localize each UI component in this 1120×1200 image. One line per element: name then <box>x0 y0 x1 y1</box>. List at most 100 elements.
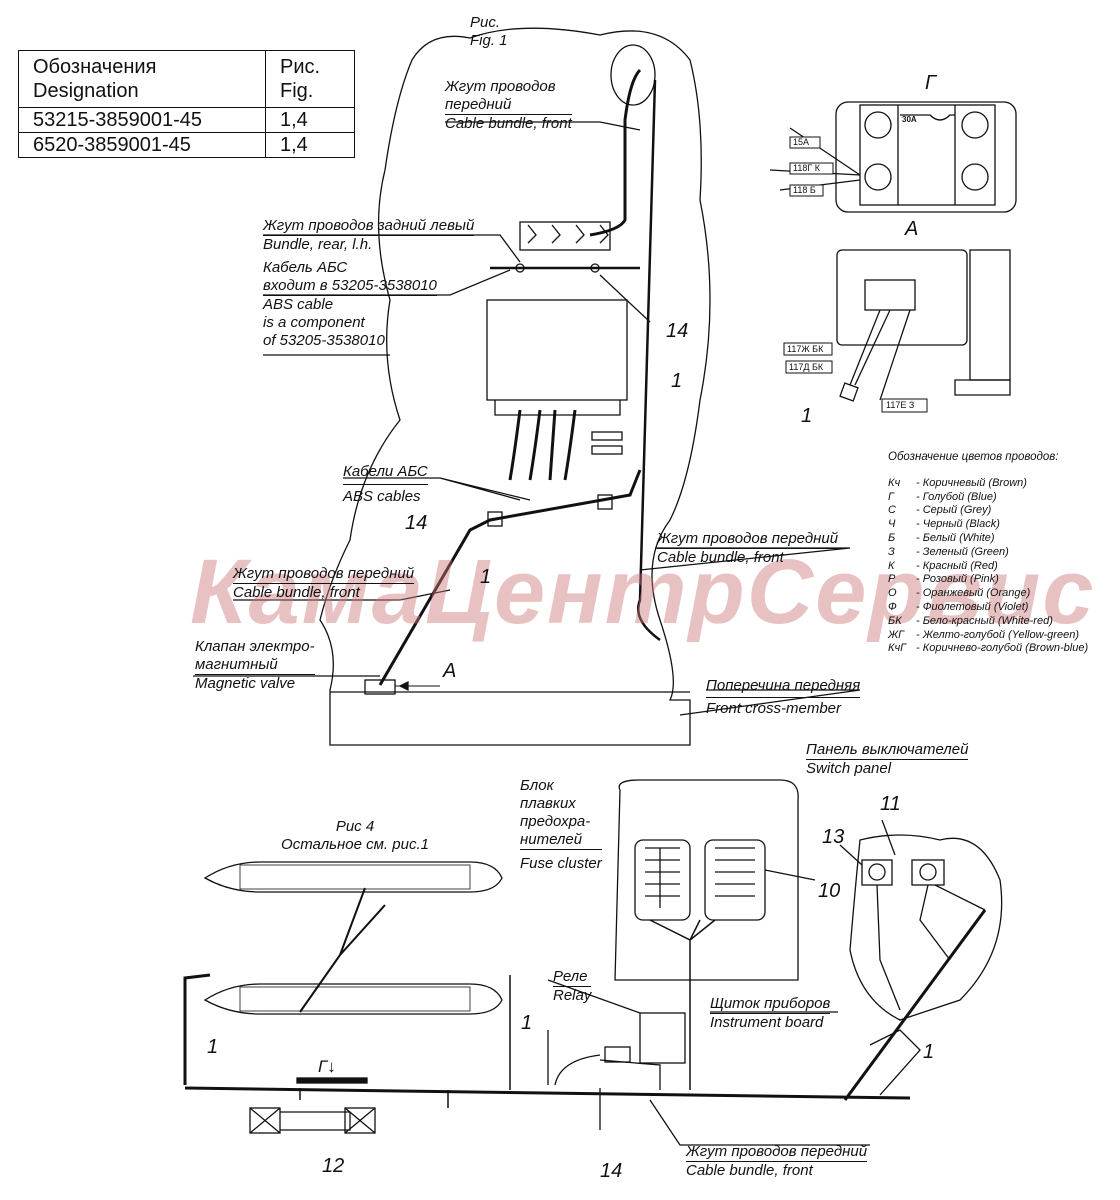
header-designation: Обозначения Designation <box>18 50 266 108</box>
legend-code: Б <box>888 531 896 544</box>
wire-color-legend: Обозначение цветов проводов: Кч- Коричне… <box>888 451 1088 656</box>
legend-item: Ф - Фиолетовый (Violet) <box>888 601 1088 615</box>
callout-10: 10 <box>818 880 841 902</box>
legend-item: Г- Голубой (Blue) <box>888 491 1088 505</box>
text: магнитный <box>195 656 315 675</box>
legend-item: БК- Бело-красный (White-red) <box>888 615 1088 629</box>
text: Fuse cluster <box>520 855 602 872</box>
text: Поперечина передняя <box>706 675 861 698</box>
text: Клапан электро- <box>195 638 315 655</box>
legend-text: - Коричневый (Brown) <box>916 476 1027 489</box>
legend-item: О- Оранжевый (Orange) <box>888 587 1088 601</box>
text: Кабели АБС <box>343 460 428 485</box>
legend-code: Ф <box>888 600 897 613</box>
watermark: КамаЦентрСервис <box>190 541 1096 643</box>
text: Instrument board <box>710 1014 824 1031</box>
header-fig-ru: Рис. <box>280 56 321 78</box>
text: нителей <box>520 831 602 850</box>
legend-code: Г <box>888 490 894 503</box>
legend-item: ЖГ- Желто-голубой (Yellow-green) <box>888 629 1088 643</box>
fig-cell: 1,4 <box>265 107 355 133</box>
legend-items: Кч - Коричневый (Brown) Г- Голубой (Blue)С… <box>888 477 1088 656</box>
legend-code: КчГ <box>888 642 907 655</box>
text: Cable bundle, front <box>233 584 360 601</box>
legend-code: Кч <box>888 476 901 489</box>
text: плавких <box>520 795 576 812</box>
legend-item: З- Зеленый (Green) <box>888 546 1088 560</box>
legend-text: - Белый (White) <box>916 531 995 544</box>
view-g-marker: Г↓ <box>318 1058 336 1076</box>
text: Жгут проводов передний <box>657 530 839 549</box>
text: Реле <box>553 968 592 987</box>
table-header-row: Обозначения Designation Рис. Fig. <box>18 50 355 108</box>
fig1-title: Рис.Fig. 1 <box>470 14 508 50</box>
legend-text: - Фиолетовый (Violet) <box>916 600 1029 613</box>
legend-text: - Черный (Black) <box>916 518 1000 531</box>
text: Relay <box>553 987 592 1004</box>
legend-code: Ч <box>888 518 896 531</box>
legend-code: БК <box>888 614 902 627</box>
legend-item: Б - Белый (White) <box>888 532 1088 546</box>
view-a-title: A <box>905 218 919 240</box>
text: Жгут проводов передний <box>233 565 415 584</box>
legend-text: - Коричнево-голубой (Brown-blue) <box>916 642 1089 655</box>
callout-1: 1 <box>521 1012 533 1034</box>
label-abs-cables: Кабели АБС ABS cables <box>343 460 428 509</box>
text: Front cross-member <box>706 700 842 717</box>
header-fig-en: Fig. <box>280 80 314 102</box>
callout-14: 14 <box>666 320 689 342</box>
text: ABS cables <box>343 488 421 505</box>
instrument-board <box>849 834 1003 1021</box>
legend-item: Р- Розовый (Pink) <box>888 573 1088 587</box>
designation-table: Обозначения Designation Рис. Fig. 53215-… <box>18 50 355 158</box>
view-a-arrow-label: A <box>443 660 457 682</box>
legend-item: Кч - Коричневый (Brown) <box>888 477 1088 491</box>
text: Рис 4 <box>335 818 375 835</box>
wire-tag: 118 Б <box>793 185 816 195</box>
magnetic-valve <box>364 679 396 695</box>
callout-1: 1 <box>207 1036 219 1058</box>
wire-tag: 118Г К <box>793 163 820 173</box>
text: Жгут проводов <box>445 78 556 95</box>
fuse-label: 30А <box>902 115 917 124</box>
text: Cable bundle, front <box>445 115 572 132</box>
relay <box>639 1012 686 1064</box>
text: входит в 53205-3538010 <box>263 277 437 296</box>
abs-modulator <box>486 299 628 401</box>
callout-1: 1 <box>671 370 683 392</box>
legend-code: О <box>888 587 897 600</box>
text: of 53205-3538010 <box>263 332 385 349</box>
wire-tag: 117Е З <box>886 400 915 410</box>
fuse-cluster-lower <box>203 983 503 1015</box>
legend-text: - Желто-голубой (Yellow-green) <box>916 628 1079 641</box>
legend-item: КчГ - Коричнево-голубой (Brown-blue) <box>888 642 1088 656</box>
legend-code: С <box>888 504 896 517</box>
table-row: 6520-3859001-45 1,4 <box>18 132 355 158</box>
legend-item: К- Красный (Red) <box>888 560 1088 574</box>
callout-12: 12 <box>322 1155 345 1177</box>
header-designation-ru: Обозначения <box>33 56 157 78</box>
text: Кабель АБС <box>263 259 348 276</box>
text: Cable bundle, front <box>657 549 784 566</box>
legend-text: - Розовый (Pink) <box>916 573 999 586</box>
callout-14: 14 <box>600 1160 623 1182</box>
text: Magnetic valve <box>195 675 296 692</box>
fig-cell: 1,4 <box>265 132 355 158</box>
arrow-down-icon: ↓ <box>327 1057 336 1076</box>
text: предохра- <box>520 813 591 830</box>
fig1-title-ru: Рис. <box>470 14 501 31</box>
fuse-cluster-upper <box>203 861 503 893</box>
view-g-title: Г <box>925 72 936 94</box>
fig1-title-en: Fig. 1 <box>470 32 508 49</box>
legend-item: Ч - Черный (Black) <box>888 518 1088 532</box>
legend-code: З <box>888 545 895 558</box>
